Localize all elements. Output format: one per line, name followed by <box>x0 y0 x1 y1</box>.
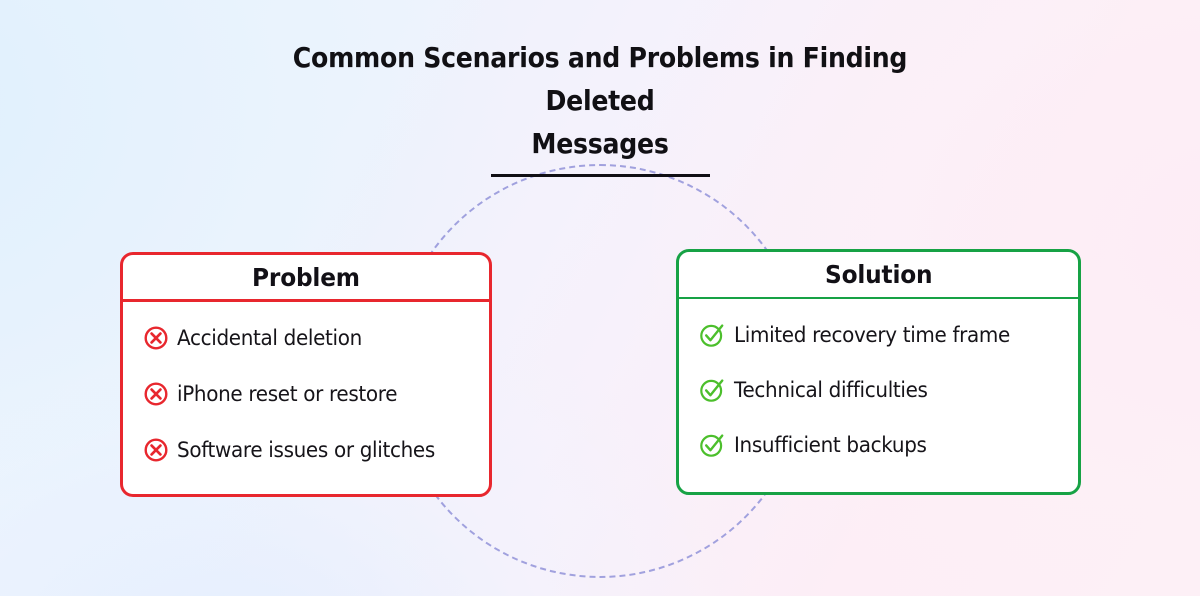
solution-card: Solution Limited recovery time frame Tec… <box>676 249 1081 495</box>
list-item: Limited recovery time frame <box>679 316 1078 354</box>
page-title-line-1: Common Scenarios and Problems in Finding… <box>292 41 908 117</box>
problem-card-header: Problem <box>123 255 489 302</box>
list-item-label: Software issues or glitches <box>177 438 435 462</box>
problem-card: Problem Accidental deletion iPhone reset… <box>120 252 492 497</box>
problem-card-body: Accidental deletion iPhone reset or rest… <box>123 302 489 469</box>
list-item: iPhone reset or restore <box>123 375 489 413</box>
problem-card-title: Problem <box>252 262 360 292</box>
list-item: Software issues or glitches <box>123 431 489 469</box>
circle-check-icon <box>700 324 724 347</box>
list-item: Insufficient backups <box>679 426 1078 464</box>
list-item-label: Insufficient backups <box>734 433 927 457</box>
solution-card-header: Solution <box>679 252 1078 299</box>
circle-x-icon <box>144 438 168 462</box>
circle-x-icon <box>144 326 168 350</box>
list-item: Accidental deletion <box>123 319 489 357</box>
page-title-line-2: Messages <box>531 127 669 160</box>
title-underline-rule <box>490 174 710 177</box>
page-title: Common Scenarios and Problems in Finding… <box>258 36 942 165</box>
list-item-label: Technical difficulties <box>734 378 928 402</box>
list-item-label: Accidental deletion <box>177 326 362 350</box>
circle-x-icon <box>144 382 168 406</box>
solution-card-title: Solution <box>824 260 933 289</box>
list-item-label: Limited recovery time frame <box>734 323 1010 347</box>
solution-card-body: Limited recovery time frame Technical di… <box>679 299 1078 464</box>
circle-check-icon <box>700 434 724 457</box>
list-item-label: iPhone reset or restore <box>177 382 398 406</box>
circle-check-icon <box>700 379 724 402</box>
title-block: Common Scenarios and Problems in Finding… <box>0 36 1200 177</box>
list-item: Technical difficulties <box>679 371 1078 409</box>
